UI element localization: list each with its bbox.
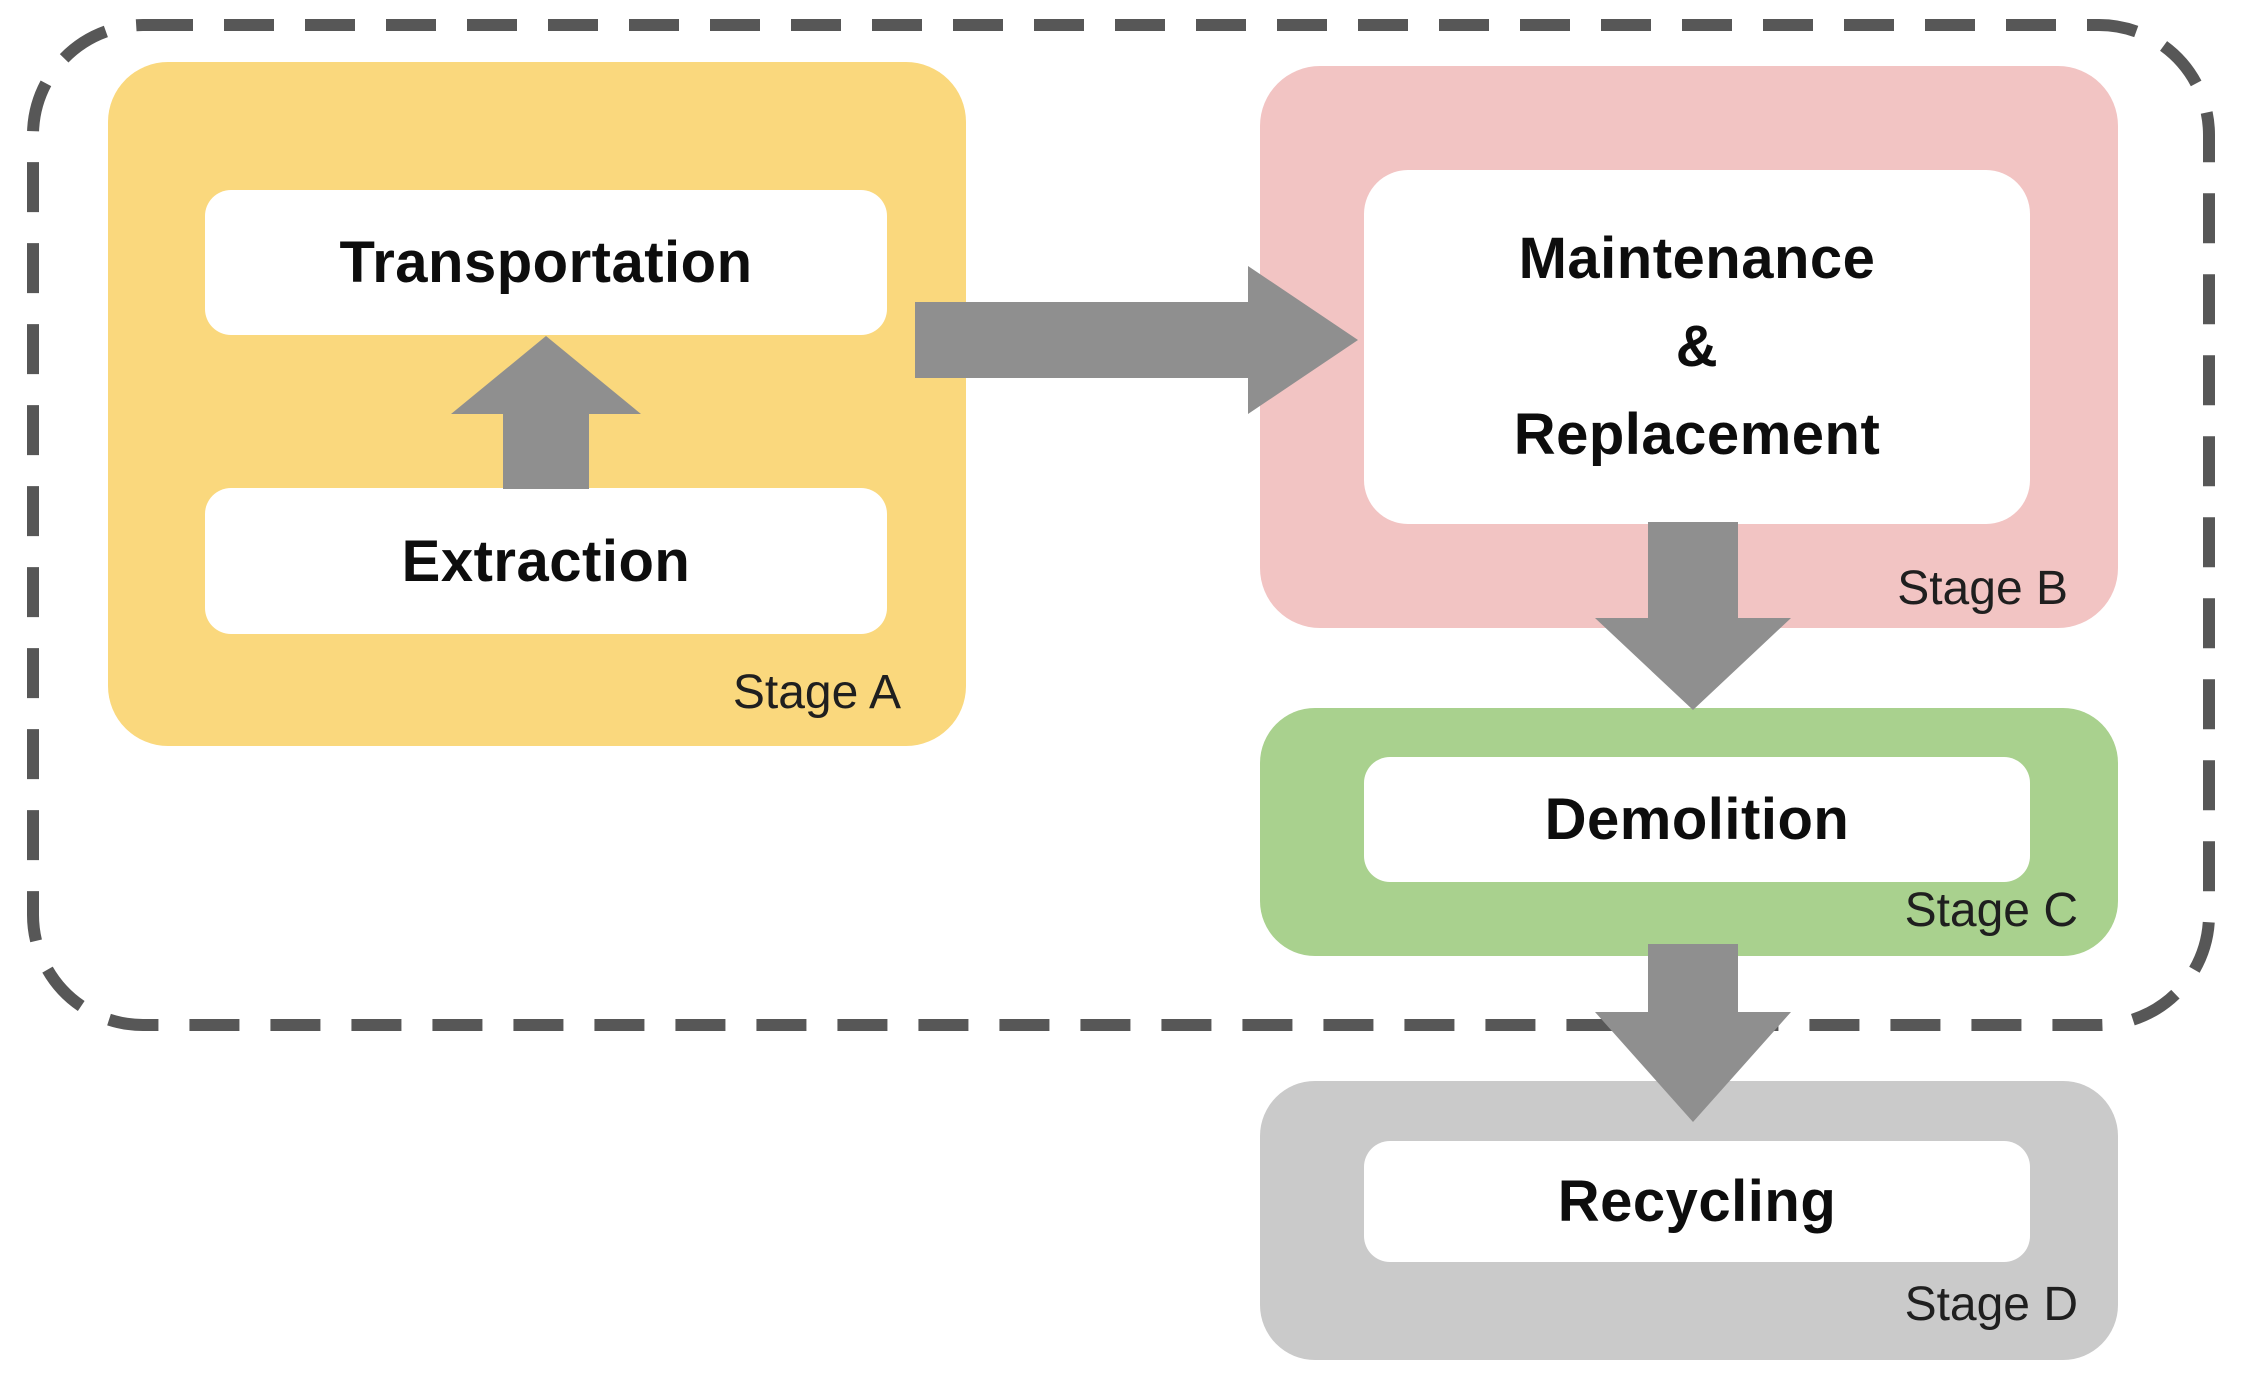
block-demolition-label: Demolition xyxy=(1544,787,1850,852)
block-transportation: Transportation xyxy=(205,190,887,335)
stage-a-container: Transportation Extraction Stage A xyxy=(108,62,966,746)
block-demolition: Demolition xyxy=(1364,757,2030,882)
stage-c-label: Stage C xyxy=(1904,884,2078,937)
stage-d-label: Stage D xyxy=(1904,1278,2078,1331)
stage-d-container: Recycling Stage D xyxy=(1260,1081,2118,1360)
replacement-line: Replacement xyxy=(1513,402,1881,467)
stage-b-label: Stage B xyxy=(1897,562,2068,615)
block-transportation-label: Transportation xyxy=(339,230,753,295)
block-extraction-label: Extraction xyxy=(401,528,691,594)
ampersand-line: & xyxy=(1675,314,1719,379)
block-extraction: Extraction xyxy=(205,488,887,634)
stage-b-container: Maintenance & Replacement Stage B xyxy=(1260,66,2118,628)
block-recycling-label: Recycling xyxy=(1557,1169,1837,1234)
block-maintenance-replacement: Maintenance & Replacement xyxy=(1364,170,2030,524)
maintenance-line: Maintenance xyxy=(1518,226,1876,291)
block-maintenance-replacement-label: Maintenance & Replacement xyxy=(1514,215,1881,479)
stage-c-container: Demolition Stage C xyxy=(1260,708,2118,956)
stage-a-label: Stage A xyxy=(732,666,901,719)
block-recycling: Recycling xyxy=(1364,1141,2030,1262)
